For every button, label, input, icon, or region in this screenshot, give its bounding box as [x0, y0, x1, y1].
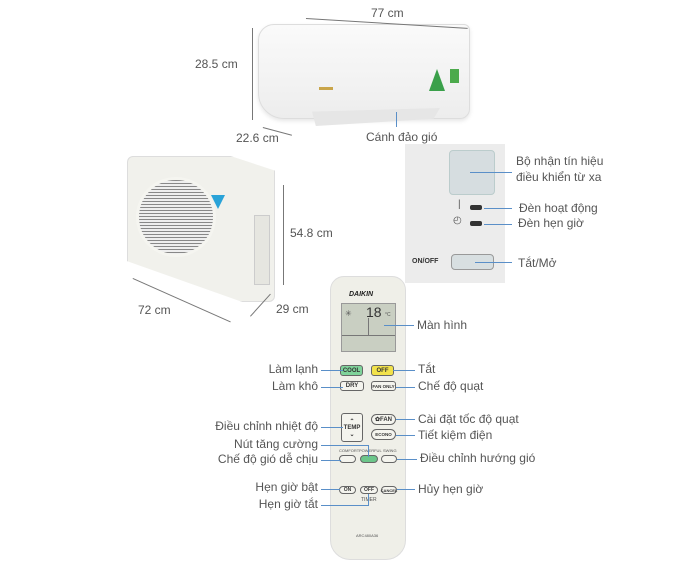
label-fan-only: Chế độ quạt: [418, 379, 484, 393]
fan-grille: [136, 177, 216, 257]
indoor-height-label: 28.5 cm: [195, 57, 238, 71]
label-powerful: Nút tăng cường: [234, 437, 318, 451]
remote-model: ARC480A36: [356, 533, 379, 538]
daikin-badge-icon: [319, 87, 333, 90]
fan-button[interactable]: ✿FAN: [371, 414, 396, 425]
snow-icon: ✳: [345, 309, 352, 318]
run-lamp-label: Đèn hoạt động: [519, 201, 598, 215]
indoor-width-label: 77 cm: [371, 6, 404, 20]
temp-label: TEMP: [343, 424, 361, 431]
cool-button[interactable]: COOL: [340, 365, 363, 376]
vane-label: Cánh đảo gió: [366, 130, 438, 144]
outdoor-height-arrow: [283, 185, 284, 285]
label-econo: Tiết kiệm điện: [418, 428, 493, 442]
callout-line: [475, 262, 512, 263]
comfort-text: COMFORT: [339, 448, 360, 453]
onoff-label: Tắt/Mở: [518, 256, 557, 270]
callout-line: [397, 459, 417, 460]
outdoor-unit: [127, 156, 275, 302]
label-screen: Màn hình: [417, 318, 468, 332]
powerful-button[interactable]: [360, 455, 378, 463]
label-cool: Làm lạnh: [268, 362, 318, 376]
display-temp: 18: [366, 304, 382, 320]
height-arrow: [252, 28, 253, 120]
clock-icon: ◴: [453, 215, 462, 226]
label-dry: Làm khô: [271, 379, 318, 393]
timer-lamp[interactable]: [470, 221, 482, 226]
callout-line: [321, 427, 343, 428]
callout-line: [484, 224, 512, 225]
swing-text: SWING: [383, 448, 397, 453]
powerful-text: POWERFUL: [359, 448, 382, 453]
callout-line: [368, 494, 369, 505]
outdoor-depth-label: 29 cm: [276, 302, 309, 316]
cancel-button[interactable]: CANCEL: [380, 486, 398, 494]
callout-line: [321, 505, 369, 506]
energy-star-icon: [450, 69, 459, 83]
onoff-text: ON/OFF: [412, 258, 439, 265]
callout-line: [397, 489, 415, 490]
off-button[interactable]: OFF: [371, 365, 394, 376]
display-unit: °C: [385, 312, 391, 318]
label-fan: Cài đặt tốc độ quạt: [418, 412, 519, 426]
vane-callout-line: [396, 112, 397, 127]
callout-line: [484, 208, 512, 209]
screen-divider: [368, 318, 369, 336]
callout-line: [384, 325, 414, 326]
outdoor-width-label: 72 cm: [138, 303, 171, 317]
fan-only-button[interactable]: FAN ONLY: [371, 381, 396, 391]
run-symbol: |: [458, 199, 461, 210]
outdoor-height-label: 54.8 cm: [290, 226, 333, 240]
callout-line: [368, 445, 369, 457]
timer-on-button[interactable]: ON: [339, 486, 356, 494]
label-swing: Điều chỉnh hướng gió: [420, 451, 536, 465]
indoor-unit: [258, 24, 470, 119]
timer-off-button[interactable]: OFF: [360, 486, 378, 494]
callout-line: [396, 435, 415, 436]
label-off: Tắt: [418, 362, 436, 376]
callout-line: [321, 460, 341, 461]
indoor-depth-label: 22.6 cm: [236, 131, 279, 145]
callout-line: [321, 370, 343, 371]
remote-brand: DAIKIN: [349, 291, 374, 298]
callout-line: [321, 445, 369, 446]
label-comfort: Chế độ gió dễ chịu: [217, 452, 318, 466]
label-cancel: Hủy hẹn giờ: [418, 482, 484, 496]
timer-lamp-label: Đèn hẹn giờ: [518, 216, 584, 230]
econo-button[interactable]: ECONO: [371, 429, 396, 440]
label-temp: Điều chỉnh nhiệt độ: [215, 419, 318, 433]
run-lamp[interactable]: [470, 205, 482, 210]
sensor-label-2: điều khiển từ xa: [516, 170, 602, 184]
valve-cover: [254, 215, 270, 285]
sensor-label-1: Bộ nhận tín hiệu: [516, 154, 604, 168]
swing-button[interactable]: [381, 455, 397, 463]
label-timer-off: Hẹn giờ tắt: [258, 497, 318, 511]
temp-button[interactable]: ⌃TEMP⌄: [341, 413, 363, 442]
callout-line: [396, 387, 415, 388]
callout-line: [321, 387, 343, 388]
energy-label-icon: [429, 69, 445, 91]
callout-line: [396, 419, 415, 420]
comfort-button[interactable]: [339, 455, 356, 463]
dry-button[interactable]: DRY: [340, 381, 364, 391]
remote-screen: ✳ 18 °C: [341, 303, 396, 352]
callout-line: [393, 370, 415, 371]
down-chevron-icon: ⌄: [349, 431, 355, 438]
callout-line: [470, 172, 512, 173]
label-timer-on: Hẹn giờ bật: [255, 480, 318, 494]
up-chevron-icon: ⌃: [349, 418, 355, 425]
callout-line: [321, 489, 340, 490]
